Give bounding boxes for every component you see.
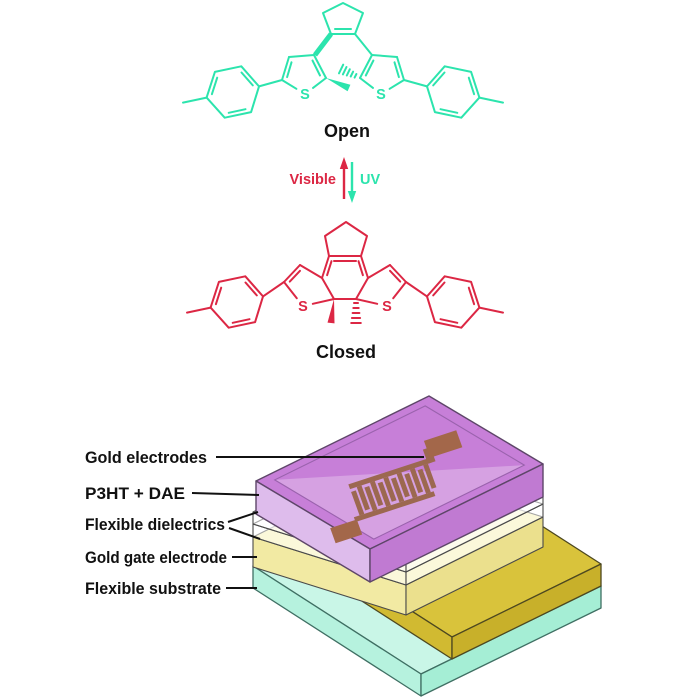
contact-pad-upper — [423, 430, 463, 458]
visible-up-arrowhead-icon — [339, 157, 349, 169]
closed-molecule: S S — [186, 221, 504, 329]
tolyl-ring-right — [426, 275, 504, 329]
cyclopentene-ring — [322, 2, 364, 35]
uv-down-arrowhead-icon — [347, 191, 357, 203]
semiconductor-front-right-face — [369, 463, 544, 583]
tolyl-ring-left — [186, 275, 264, 329]
open-state-label: Open — [324, 121, 370, 141]
methyl-tail — [478, 306, 504, 314]
comb-fingers — [351, 463, 437, 516]
thiophene-ring-left: S — [281, 54, 327, 103]
gate-front-right-face — [451, 563, 602, 660]
visible-light-label: Visible — [290, 172, 336, 188]
methyl-hash-right — [350, 302, 362, 324]
semiconductor-inset-outline — [273, 405, 526, 540]
layer-pointers — [191, 456, 424, 589]
tolyl-ring-left — [182, 65, 260, 119]
comb-bus-upper — [348, 457, 432, 490]
transistor-schematic: Gold electrodes P3HT + DAE Flexible diel… — [85, 395, 602, 697]
contact-pad-lower — [330, 519, 363, 544]
wedge-bond-left — [313, 32, 333, 57]
thiophene-ring-right: S — [359, 54, 405, 103]
sulfur-atom-label: S — [298, 299, 308, 315]
central-ring — [321, 255, 369, 300]
open-molecule: S S — [182, 2, 504, 119]
pointer-p3ht-dae — [191, 492, 260, 496]
methyl-tail — [478, 96, 504, 104]
cyclopentane-ring — [324, 221, 368, 257]
thiophene-ring-left: S — [283, 264, 335, 315]
thiophene-ring-right: S — [355, 264, 407, 315]
gold-electrodes — [330, 430, 463, 544]
label-gold-electrodes: Gold electrodes — [85, 448, 207, 467]
methyl-tail — [182, 96, 208, 104]
pointer-dielectric-upper — [227, 511, 259, 523]
label-p3ht-dae: P3HT + DAE — [85, 484, 185, 503]
methyl-tail — [186, 306, 212, 314]
sulfur-atom-label: S — [382, 299, 392, 315]
pointer-dielectric-lower — [228, 527, 261, 540]
layer-labels: Gold electrodes P3HT + DAE Flexible diel… — [85, 448, 227, 598]
label-flexible-substrate: Flexible substrate — [85, 579, 221, 598]
sulfur-atom-label: S — [376, 87, 386, 103]
uv-light-label: UV — [360, 172, 380, 188]
label-gold-gate-electrode: Gold gate electrode — [85, 548, 227, 567]
closed-state-label: Closed — [316, 342, 376, 362]
tolyl-ring-right — [426, 65, 504, 119]
sulfur-atom-label: S — [300, 87, 310, 103]
label-flexible-dielectrics: Flexible dielectrics — [85, 515, 225, 534]
comb-bus-lower — [353, 491, 436, 523]
photoswitch-arrows: Visible UV — [290, 157, 380, 203]
methyl-wedge-left — [327, 299, 335, 324]
methyl-wedge-left — [326, 78, 351, 92]
methyl-hash-right — [338, 63, 358, 79]
